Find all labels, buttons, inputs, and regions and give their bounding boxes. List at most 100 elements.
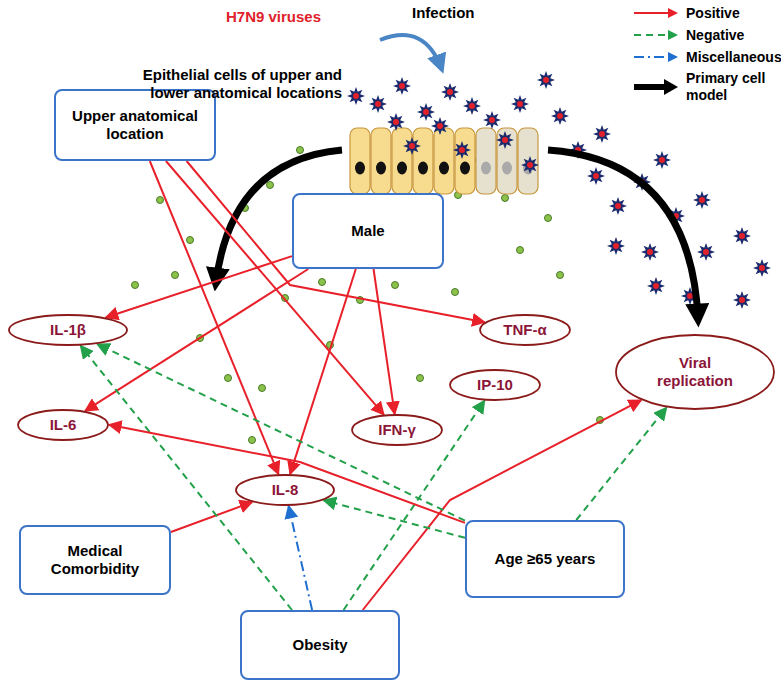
legend-sample [632,4,680,22]
cell-nucleus [397,162,407,175]
cytokine-dot [132,282,139,289]
epithelial-cell [371,128,391,194]
virus-envelope [347,87,365,105]
virus-envelope [496,131,514,149]
effect-connector [323,500,465,538]
virus-particle [463,97,481,115]
virus-particle [733,291,751,309]
virus-envelope [641,243,659,261]
virus-envelope [593,125,611,143]
virus-core [447,89,453,95]
effect-connector [290,269,356,474]
cytokine-dot [267,182,274,189]
virus-particle [693,191,711,209]
legend-item: Miscellaneous [632,48,781,66]
cell-nucleus [418,162,428,175]
ellipse-outline [616,335,774,409]
factor-box: Obesity [240,610,400,680]
cell-nucleus [502,162,512,175]
legend-item: Primary cell model [632,70,781,104]
ellipse-outline [480,315,570,345]
virus-envelope [693,191,711,209]
effect-connector [171,502,252,532]
virus-particle [387,113,405,131]
node-text: Age ≥65 years [495,550,596,568]
epithelial-cell [455,128,475,194]
legend-item: Positive [632,4,740,22]
virus-core [759,265,765,271]
legend-item: Negative [632,26,744,44]
factor-box: Medical Comorbidity [19,525,171,595]
virus-particle [393,77,411,95]
virus-envelope [511,95,529,113]
virus-particle [403,137,421,155]
legend-text: Miscellaneous [686,49,781,66]
virus-particle [453,141,471,159]
virus-particle [496,131,514,149]
legend-head [664,79,678,95]
node-text: Medical Comorbidity [30,542,160,578]
virus-envelope [697,243,715,261]
virus-core [647,249,653,255]
virus-core [459,147,465,153]
outcome-ellipse: IFN-γ [351,414,443,446]
ellipse-outline [9,315,127,345]
ellipse-outline [18,410,108,440]
virus-particle [733,227,751,245]
virus-core [399,83,405,89]
virus-particle [483,111,501,129]
effect-connector [187,161,485,322]
virus-envelope [587,167,605,185]
cell-nucleus [460,162,470,175]
legend-text: Primary cell model [686,70,781,104]
virus-core [469,103,475,109]
virus-envelope [537,71,555,89]
outcome-ellipse: IL-1β [8,314,128,346]
virus-particles [347,71,771,309]
effect-connector [85,269,308,411]
virus-particle [641,243,659,261]
outcome-ellipse: TNF-α [479,314,571,346]
virus-particle [647,277,665,295]
virus-envelope [393,77,411,95]
virus-envelope [441,83,459,101]
virus-core [687,293,693,299]
legend-line [634,34,670,36]
cytokine-dot [545,215,552,222]
legend-line [634,12,670,14]
virus-envelope [653,151,671,169]
cytokine-dot [502,195,509,202]
node-text: Male [351,222,384,240]
node-text: IL-6 [50,416,77,434]
epithelial-cell [434,128,454,194]
legend-sample [632,26,680,44]
virus-core [557,113,563,119]
node-text: IL-1β [50,321,86,339]
virus-envelope [453,141,471,159]
cell-nucleus [481,162,491,175]
virus-particle [609,197,627,215]
cell-nucleus [376,162,386,175]
cytokine-dot [557,272,564,279]
epithelial-cell [497,128,517,194]
virus-core [409,143,415,149]
cell-label: Epithelial cells of upper and lower anat… [136,66,342,102]
virus-core [613,243,619,249]
virus-particle [511,95,529,113]
node-text: IP-10 [477,376,513,394]
legend-head [668,8,678,18]
cytokine-dot [319,279,326,286]
virus-label: H7N9 viruses [226,8,321,26]
outcome-ellipse: IL-8 [235,474,335,506]
virus-envelope [463,97,481,115]
legend-sample [632,48,680,66]
virus-core [599,131,605,137]
effect-connector [150,161,279,474]
cytokine-dot [297,147,304,154]
virus-core [699,197,705,203]
cytokine-dot [517,247,524,254]
arrow-label: Infection [412,4,475,22]
epithelial-cell [413,128,433,194]
virus-particle [551,107,569,125]
effect-connector [106,256,292,317]
